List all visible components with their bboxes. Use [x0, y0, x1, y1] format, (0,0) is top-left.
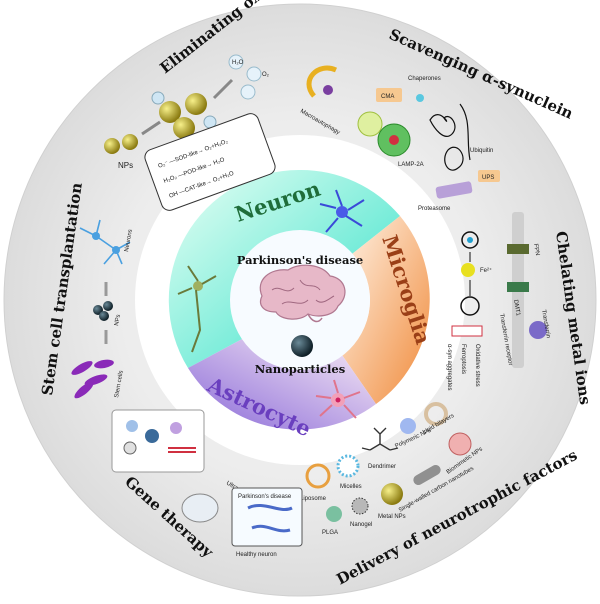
fe-label: Fe²⁺	[480, 267, 492, 274]
neuron-sector	[168, 169, 400, 368]
ferroptosis-label: Ferroptosis	[460, 344, 466, 374]
h2o-label: H₂O	[232, 60, 244, 66]
stem-nps-label: NPs	[114, 314, 122, 326]
proteasome-label: Proteasome	[418, 206, 451, 212]
asyn-tangle-icon	[461, 231, 479, 249]
gene-np-box	[111, 409, 205, 473]
center-subtitle: Nanoparticles	[255, 362, 345, 376]
gene-np-icon	[145, 429, 159, 443]
reaction-box	[144, 113, 276, 211]
chaperones-label: Chaperones	[408, 76, 441, 82]
phagophore-icon	[306, 65, 338, 98]
transferrin-icon	[529, 321, 547, 339]
synapse-icon	[247, 503, 293, 533]
outer-ring-border	[3, 3, 597, 597]
autophagosome-icon	[357, 111, 383, 137]
ups-label: UPS	[482, 175, 494, 181]
h2o-bubble-icon	[240, 84, 256, 100]
oxidative-stress-label: Oxidative stress	[474, 344, 480, 387]
nanoparticle-icon	[291, 335, 313, 357]
dendrimer-label: Dendrimer	[368, 464, 396, 470]
liposome-label: Liposome	[300, 496, 327, 502]
gene-strand-icon	[168, 447, 196, 453]
plga-label: PLGA	[322, 530, 338, 536]
fpn-transporter-icon	[507, 244, 529, 254]
neurons-icon	[79, 219, 131, 265]
arrow-icon	[141, 120, 161, 136]
brain-icon	[259, 264, 346, 323]
nanogel-label: Nanogel	[350, 522, 372, 528]
lamp-label: LAMP-2A	[398, 162, 424, 168]
dmt1-label: DMT1	[512, 299, 521, 317]
biomimetic-np-icon	[448, 432, 472, 456]
polymeric-np-icon	[400, 418, 416, 434]
np-gold-icon	[122, 134, 138, 150]
stem-cells-icon	[71, 359, 114, 399]
nanogel-icon	[351, 497, 369, 515]
center-title: Parkinson's disease	[237, 253, 364, 267]
lipid-bilayer-icon	[424, 402, 448, 426]
ups-box	[478, 170, 500, 182]
oxidative-nps-label: NPs	[118, 161, 133, 170]
micelle-icon	[336, 454, 360, 478]
h2o-bubble-icon	[228, 54, 244, 70]
gene-np-icon	[170, 422, 182, 434]
lysosome-core-icon	[389, 135, 399, 145]
stem-np-icon	[103, 301, 113, 311]
oligodendrocyte-icon	[177, 265, 217, 353]
asyn-aggregate-icon	[460, 296, 480, 316]
cma-box	[376, 88, 402, 102]
stem-np-icon	[99, 311, 109, 321]
dmt1-transporter-icon	[507, 282, 529, 292]
neuron-cell-icon	[319, 189, 365, 233]
oxidative-panel: NPs H₂O O₂ O₂⁻ —SOD-like→ O₂+H₂O₂ H₂O₂ —…	[104, 54, 276, 211]
cargo-icon	[323, 85, 333, 95]
asyn-strand-icon	[459, 103, 471, 161]
microglia-sector	[342, 216, 430, 404]
proteasome-icon	[435, 181, 473, 199]
stem-panel: Neurons NPs Stem cells	[71, 219, 134, 399]
np-gold-icon	[159, 101, 181, 123]
np-gold-icon	[104, 138, 120, 154]
metal-ion-icon	[467, 237, 473, 243]
asyn-fiber-icon	[429, 114, 456, 137]
h2o-bubble-icon	[246, 66, 262, 82]
arrow-icon	[212, 78, 234, 100]
metal-np-label: Metal NPs	[378, 514, 406, 520]
gene-panel: Ultrasound Parkinson's disease Healthy n…	[111, 409, 303, 558]
bbb-icon	[181, 493, 219, 523]
neurons-label: Neurons	[124, 229, 134, 252]
np-gold-icon	[173, 117, 195, 139]
gene-np-icon	[123, 441, 137, 455]
ubiquitinated-asyn-icon	[444, 146, 464, 171]
np-gold-icon	[185, 93, 207, 115]
stem-cells-label: Stem cells	[114, 370, 125, 398]
cma-label: CMA	[381, 94, 394, 100]
carbon-nanotube-icon	[413, 465, 441, 485]
plga-icon	[326, 506, 342, 522]
fe-ion-icon	[461, 263, 475, 277]
ferroptosis-box	[451, 325, 483, 337]
metal-panel: FPN DMT1 Transferrin receptor Transferri…	[446, 212, 551, 391]
transferrin-label: Transferrin	[540, 309, 551, 338]
ros-bubble-icon	[151, 91, 165, 105]
healthy-label: Healthy neuron	[236, 552, 277, 558]
gene-np-icon	[126, 420, 138, 432]
dendrimer-icon	[361, 427, 399, 451]
o2-label: O₂	[262, 72, 270, 78]
chaperone-icon	[416, 94, 424, 102]
micelles-label: Micelles	[340, 484, 362, 490]
asyn-aggregates-label: α-syn aggregates	[446, 344, 452, 391]
liposome-icon	[305, 463, 331, 489]
metal-np-icon	[381, 483, 403, 505]
ubiquitin-label: Ubiquitin	[470, 148, 493, 154]
astrocyte-cell-icon	[315, 379, 361, 419]
pd-label: Parkinson's disease	[238, 494, 292, 500]
fpn-label: FPN	[532, 243, 540, 256]
